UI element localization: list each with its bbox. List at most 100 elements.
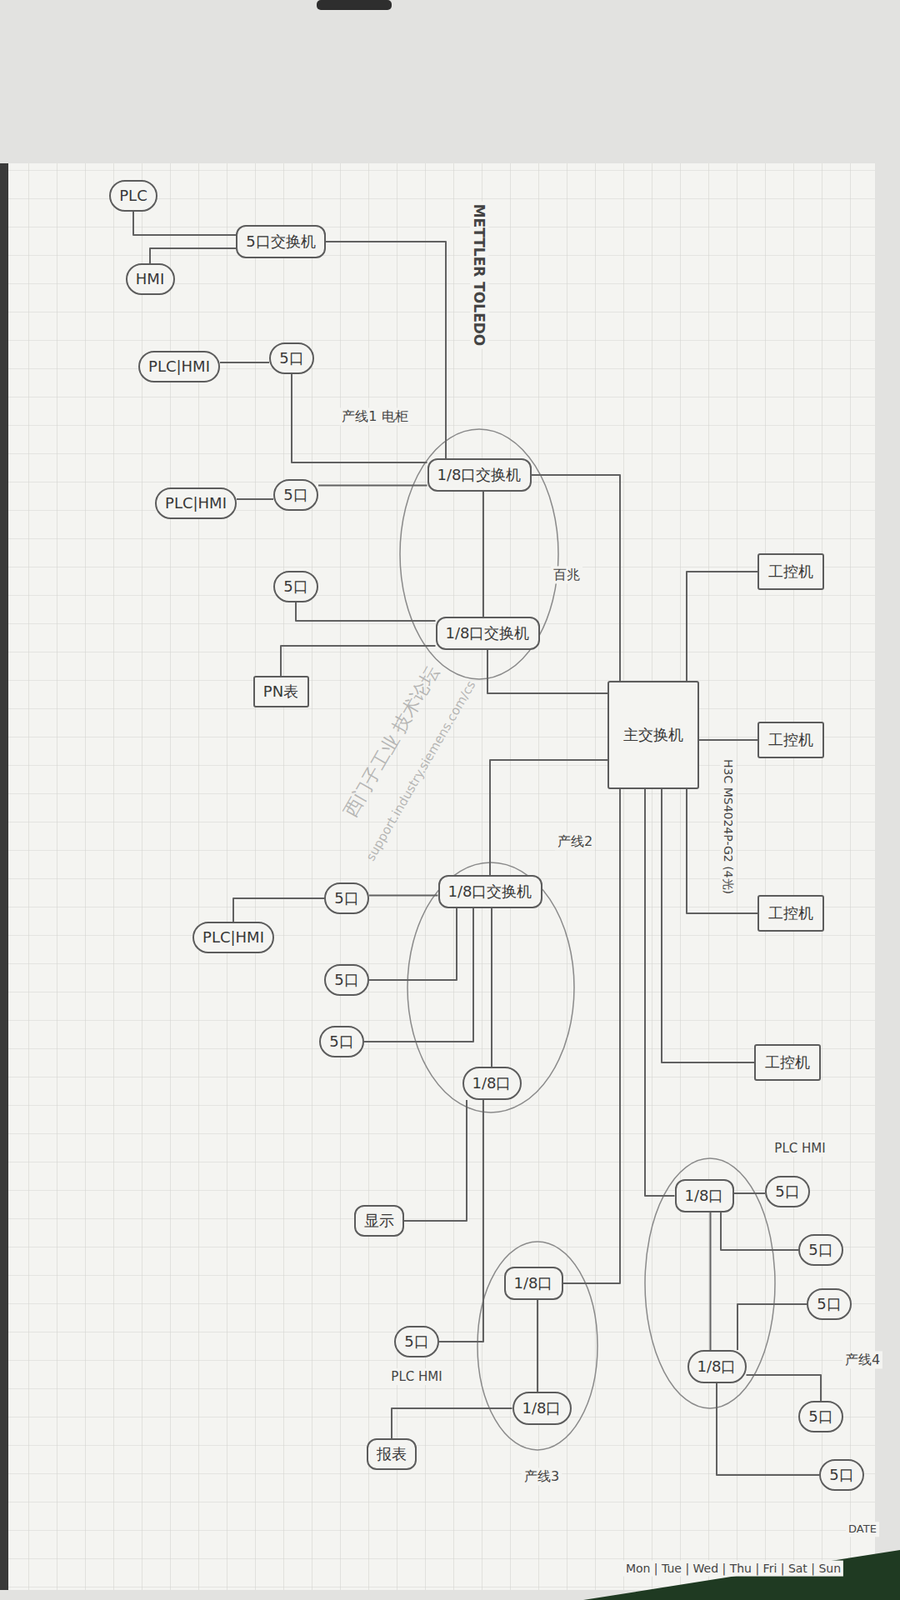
cable-line [645, 789, 675, 1196]
node-text: 1/8口 [697, 1357, 737, 1376]
desk-mat [583, 1550, 900, 1600]
meter-box: PN表 [253, 675, 310, 708]
cable-line [737, 1304, 807, 1350]
print-brand: METTLER TOLEDO [470, 201, 489, 350]
cable-line [295, 602, 436, 621]
device-circle: 5口 [269, 342, 315, 375]
group-outline [407, 862, 575, 1113]
cable-line [531, 475, 621, 681]
node-text: 1/8口 [514, 1274, 554, 1293]
device-circle: HMI [125, 263, 175, 295]
node-text: 5口 [283, 485, 308, 505]
node-text: 1/8口交换机 [445, 624, 530, 643]
switch-box: 5口交换机 [235, 225, 326, 259]
device-circle: PLC [109, 180, 158, 212]
node-text: 5口 [334, 889, 359, 908]
node-text: PLC|HMI [202, 928, 265, 947]
notebook-edge [0, 163, 9, 1590]
node-text: 5口 [775, 1182, 800, 1201]
device-circle: 5口 [324, 882, 370, 915]
model-note: H3C MS4024P-G2 (4光) [720, 756, 737, 897]
node-text: 工控机 [768, 730, 814, 750]
node-text: 5口 [329, 1032, 354, 1051]
device-circle: PLC|HMI [192, 921, 275, 954]
node-text: 工控机 [765, 1053, 810, 1072]
pen-tip [316, 0, 392, 10]
switch-box: 1/8口 [675, 1179, 735, 1213]
cable-line [699, 739, 758, 741]
node-text: PLC|HMI [148, 357, 210, 376]
cable-line [404, 1100, 467, 1221]
device-circle: 5口 [798, 1400, 844, 1433]
node-text: 显示 [364, 1211, 395, 1230]
device-circle: 5口 [273, 479, 319, 511]
cable-line [710, 1212, 712, 1350]
cable-line [661, 789, 755, 1063]
node-text: 5口 [816, 1295, 841, 1314]
cable-line [220, 361, 270, 364]
cable-line [746, 1375, 822, 1401]
node-text: PLC|HMI [165, 494, 227, 513]
node-text: 1/8口交换机 [448, 882, 533, 901]
line-note: 产线2 [555, 832, 595, 850]
node-text: 1/8口 [685, 1186, 725, 1205]
cable-line [150, 248, 236, 264]
device-circle: 5口 [394, 1325, 440, 1358]
node-text: PN表 [263, 682, 299, 701]
node-text: 1/8口 [472, 1074, 512, 1093]
line-note: 产线4 [842, 1350, 883, 1369]
device-note: PLC HMI [388, 1368, 445, 1385]
cable-line [325, 241, 446, 459]
cable-line [369, 908, 457, 980]
cable-line [233, 898, 325, 922]
device-circle: 5口 [819, 1459, 865, 1491]
node-text: 5口 [334, 970, 359, 990]
device-circle: 5口 [765, 1175, 810, 1208]
cable-line [318, 485, 428, 487]
switch-box: 1/8口交换机 [438, 875, 543, 909]
print-weekdays: Mon | Tue | Wed | Thu | Fri | Sat | Sun [623, 1560, 844, 1577]
cable-line [563, 789, 621, 1284]
node-text: 5口 [808, 1407, 833, 1426]
node-text: 5口 [808, 1240, 833, 1260]
line-note: 产线1 电柜 [339, 407, 410, 425]
node-text: 工控机 [768, 904, 814, 923]
cable-line [364, 908, 474, 1042]
node-text: PLC [119, 186, 147, 205]
node-text: 主交换机 [623, 725, 684, 745]
node-text: 5口 [829, 1465, 854, 1485]
cable-line [133, 211, 236, 235]
cable-line [490, 760, 608, 875]
node-text: 1/8口 [522, 1399, 562, 1418]
device-circle: PLC|HMI [155, 487, 237, 520]
cable-line [536, 1300, 539, 1392]
node-text: 5口 [404, 1332, 429, 1351]
paper-grid [0, 163, 875, 1590]
device-circle: 5口 [319, 1025, 365, 1058]
switch-box: 1/8口交换机 [435, 616, 540, 650]
main-switch: 主交换机 [607, 680, 700, 790]
node-text: 工控机 [768, 562, 814, 581]
node-text: 5口 [279, 349, 304, 368]
cable-line [490, 908, 493, 1067]
cable-line [236, 498, 274, 500]
industrial-pc: 工控机 [754, 1044, 821, 1081]
device-circle: PLC|HMI [138, 350, 220, 383]
line-note: 产线3 [521, 1467, 562, 1485]
cable-line [734, 1192, 766, 1195]
paper-sheet [0, 163, 875, 1590]
group-outline [400, 429, 559, 680]
cable-line [439, 1100, 484, 1342]
node-text: HMI [135, 270, 165, 289]
display-box: 显示 [354, 1205, 405, 1237]
cable-line [280, 645, 436, 676]
node-text: 报表 [376, 1445, 407, 1464]
cable-line [391, 1408, 513, 1439]
industrial-pc: 工控机 [757, 895, 825, 932]
switch-circle: 1/8口 [462, 1066, 522, 1100]
group-outline [477, 1241, 598, 1450]
switch-box: 1/8口交换机 [427, 458, 532, 492]
